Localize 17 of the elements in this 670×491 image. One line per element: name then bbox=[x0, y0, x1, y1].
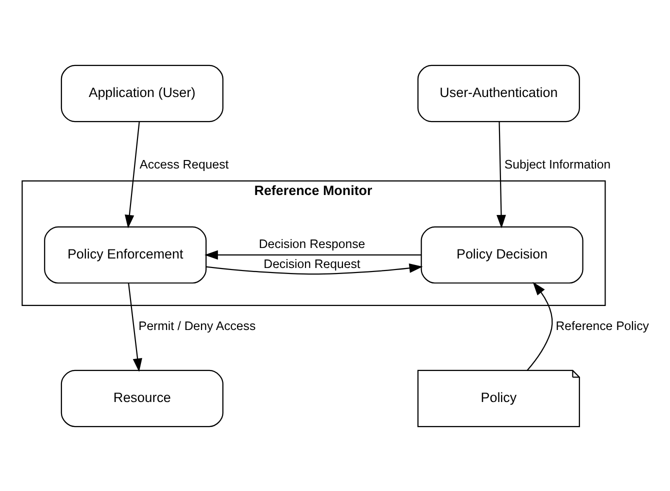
edge-label: Subject Information bbox=[504, 156, 611, 171]
arrow bbox=[128, 282, 142, 372]
edge-label: Reference Policy bbox=[556, 318, 649, 332]
node-box: Policy Decision bbox=[420, 226, 584, 284]
arrow bbox=[526, 281, 553, 370]
edge-label: Access Request bbox=[140, 156, 229, 171]
arrow bbox=[496, 121, 506, 228]
arrow bbox=[204, 250, 422, 260]
node-box: User-Authentication bbox=[417, 64, 580, 122]
edge-label: Permit / Deny Access bbox=[138, 318, 256, 332]
node-box: Resource bbox=[60, 369, 224, 427]
arrow bbox=[206, 262, 423, 274]
edge-label: Decision Request bbox=[264, 256, 360, 271]
node-box: Application (User) bbox=[60, 64, 224, 122]
edge-label: Decision Response bbox=[258, 236, 366, 251]
node-box: Policy Enforcement bbox=[44, 226, 207, 284]
arrow bbox=[124, 121, 140, 228]
